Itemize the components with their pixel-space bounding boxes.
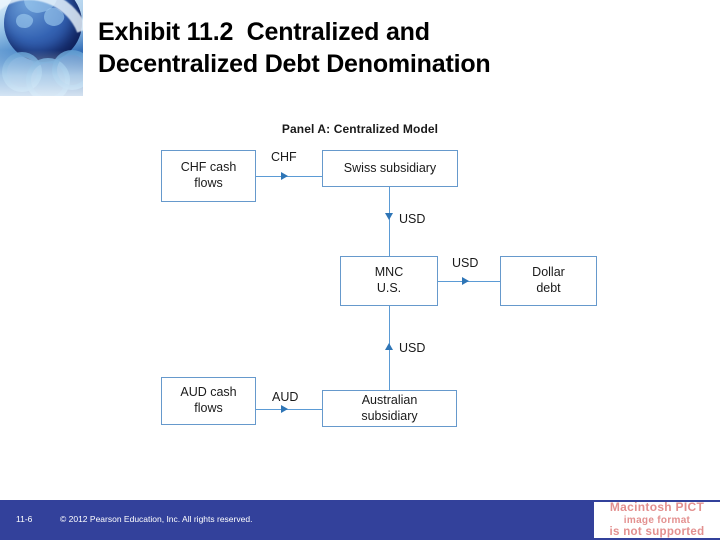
pict-line-1: Macintosh PICT [609,500,705,515]
node-chf-cash-flows: CHF cash flows [161,150,256,202]
connector-chf-to-swiss [256,176,322,177]
page-title: Exhibit 11.2 Centralized and Decentraliz… [98,16,698,80]
edge-label-aud: AUD [272,390,299,404]
pict-placeholder: Macintosh PICT image format is not suppo… [562,500,720,540]
arrowhead-mnc-to-dollar-debt [462,277,469,285]
connector-swiss-to-mnc [389,187,390,256]
pict-line-3: is not supported [609,525,705,538]
pict-line-2: image format [623,514,691,526]
node-aud-cash-flows: AUD cash flows [161,377,256,425]
panel-title: Panel A: Centralized Model [281,122,439,136]
title-line-1: Exhibit 11.2 Centralized and [98,18,430,46]
arrowhead-chf-to-swiss [281,172,288,180]
title-line-2: Decentralized Debt Denomination [98,50,491,78]
edge-label-chf: CHF [271,150,297,164]
connector-mnc-to-dollar-debt [438,281,500,282]
globe-foam [0,50,83,96]
slide-number: 11-6 [16,514,33,524]
node-australian-subsidiary: Australian subsidiary [322,390,457,427]
exhibit-diagram: Panel A: Centralized Model CHF cash flow… [161,122,597,427]
globe-coins-image [0,0,83,96]
pict-unsupported-message: Macintosh PICT image format is not suppo… [594,500,720,538]
connector-aud-to-aussie [256,409,322,410]
edge-label-usd-middle: USD [452,256,479,270]
edge-label-usd-top: USD [399,212,426,226]
edge-label-usd-bottom: USD [399,341,426,355]
arrowhead-swiss-to-mnc [385,213,393,220]
node-dollar-debt: Dollar debt [500,256,597,306]
arrowhead-aud-to-aussie [281,405,288,413]
node-swiss-subsidiary: Swiss subsidiary [322,150,458,187]
node-mnc-us: MNC U.S. [340,256,438,306]
copyright-text: © 2012 Pearson Education, Inc. All right… [60,514,253,524]
arrowhead-aussie-to-mnc [385,343,393,350]
